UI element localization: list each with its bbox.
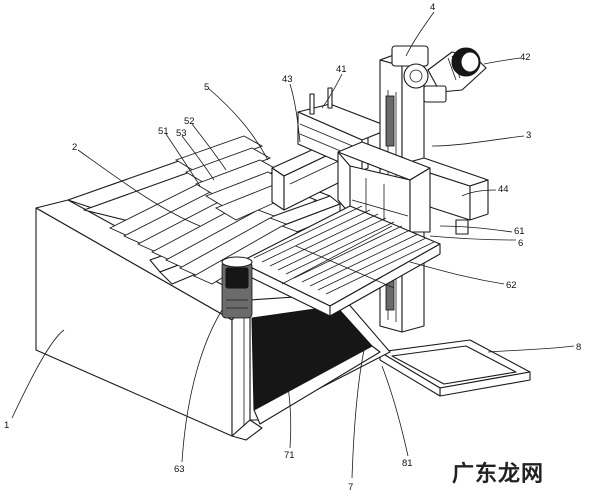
callout-71: 71 bbox=[284, 450, 295, 461]
leader-lines bbox=[11, 11, 575, 479]
callout-5: 5 bbox=[204, 82, 209, 93]
side-motor bbox=[221, 256, 253, 319]
callout-6: 6 bbox=[518, 238, 523, 249]
callout-81: 81 bbox=[402, 458, 413, 469]
callout-61: 61 bbox=[514, 226, 525, 237]
callout-41: 41 bbox=[336, 64, 347, 75]
callouts: 1 2 3 4 5 6 7 8 41 42 43 44 51 52 53 61 … bbox=[4, 2, 581, 493]
callout-7: 7 bbox=[348, 482, 353, 493]
callout-51: 51 bbox=[158, 126, 169, 137]
callout-53: 53 bbox=[176, 128, 187, 139]
callout-3: 3 bbox=[526, 130, 531, 141]
callout-43: 43 bbox=[282, 74, 293, 85]
callout-4: 4 bbox=[430, 2, 435, 13]
base-tray bbox=[379, 339, 531, 397]
callout-63: 63 bbox=[174, 464, 185, 475]
callout-42: 42 bbox=[520, 52, 531, 63]
drive-motor bbox=[391, 45, 487, 103]
back-roller-slats bbox=[108, 135, 300, 285]
roller-platform bbox=[239, 205, 441, 317]
pit-floor bbox=[249, 293, 391, 425]
callout-62: 62 bbox=[506, 280, 517, 291]
callout-8: 8 bbox=[576, 342, 581, 353]
callout-44: 44 bbox=[498, 184, 509, 195]
callout-1: 1 bbox=[4, 420, 9, 431]
watermark-text: 广东龙网 bbox=[452, 462, 545, 487]
callout-52: 52 bbox=[184, 116, 195, 127]
callout-2: 2 bbox=[72, 142, 77, 153]
